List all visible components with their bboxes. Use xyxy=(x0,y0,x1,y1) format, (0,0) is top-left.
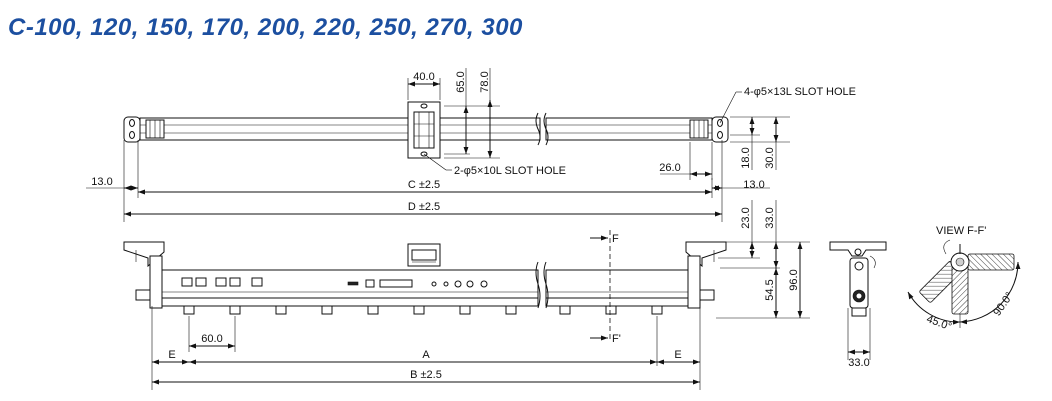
dim-b: B ±2.5 xyxy=(410,369,442,381)
dim-d: D ±2.5 xyxy=(408,201,440,213)
emitter-nozzles xyxy=(183,305,663,315)
ionizer-body-right xyxy=(545,269,689,299)
dim-60: 60.0 xyxy=(201,333,222,345)
dim-18: 18.0 xyxy=(740,147,752,168)
side-view: 33.0 xyxy=(829,241,887,369)
dim-40: 40.0 xyxy=(413,71,434,83)
dim-65: 65.0 xyxy=(455,71,467,92)
angle-45: 45.0° xyxy=(925,313,953,333)
view-f-detail: VIEW F-F' 45.0° 90.0° xyxy=(907,225,1021,333)
label-view-f: VIEW F-F' xyxy=(936,225,986,237)
dim-78: 78.0 xyxy=(479,71,491,92)
dim-33-side: 33.0 xyxy=(848,357,869,369)
arc-45 xyxy=(907,291,961,325)
display-window xyxy=(379,279,413,288)
label-f: F xyxy=(612,233,619,245)
label-a: A xyxy=(422,349,430,361)
nozzle-right xyxy=(967,253,1015,271)
rj-connectors xyxy=(181,277,263,287)
dim-96: 96.0 xyxy=(788,269,800,290)
dim-13-left: 13.0 xyxy=(91,176,112,188)
top-bar-left-segment xyxy=(139,117,541,141)
drawing-title: C-100, 120, 150, 170, 200, 220, 250, 270… xyxy=(8,14,523,41)
label-e-right: E xyxy=(674,349,681,361)
top-bar-right-segment xyxy=(545,117,713,141)
label-f-prime: F' xyxy=(612,333,621,345)
label-e-left: E xyxy=(168,349,175,361)
front-view: F F' 23.0 33.0 54.5 96.0 60.0 E A E B ±2… xyxy=(123,200,810,390)
right-end-bracket-top xyxy=(711,116,729,143)
label-slot-hole-4: 4-φ5×13L SLOT HOLE xyxy=(744,86,856,98)
dim-23: 23.0 xyxy=(740,207,752,228)
break-symbol xyxy=(535,112,541,146)
dim-c: C ±2.5 xyxy=(408,179,440,191)
dim-26: 26.0 xyxy=(659,162,680,174)
label-slot-hole-2: 2-φ5×10L SLOT HOLE xyxy=(454,165,566,177)
dim-30: 30.0 xyxy=(764,147,776,168)
dim-13-right: 13.0 xyxy=(743,179,764,191)
left-end-bracket-top xyxy=(123,116,141,143)
nozzle-center xyxy=(951,265,969,315)
dim-33-vertical: 33.0 xyxy=(764,207,776,228)
angle-90: 90.0° xyxy=(991,290,1016,318)
top-view: 40.0 65.0 78.0 2-φ5×10L SLOT HOLE 4-φ5×1… xyxy=(86,68,856,222)
arc-90 xyxy=(959,261,1021,325)
dim-54-5: 54.5 xyxy=(764,279,776,300)
